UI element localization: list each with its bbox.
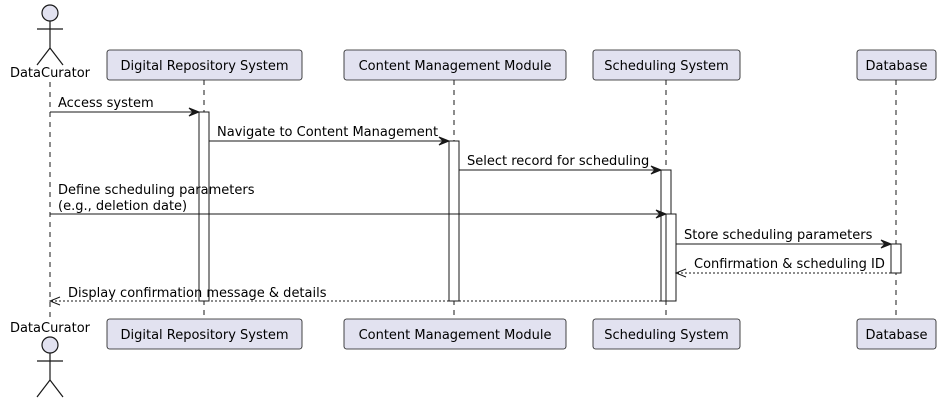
participant-drs-bottom: Digital Repository System [106,318,303,350]
participant-label: Database [865,59,927,74]
actor-stick-figure-icon [36,336,64,398]
message-label: Select record for scheduling [467,154,649,169]
arrowhead-icon [188,107,201,117]
participant-label: Scheduling System [604,328,728,343]
participant-label: DataCurator [10,66,91,81]
message-label: Define scheduling parameters [58,183,255,198]
participant-box [592,49,741,81]
participant-box [592,318,741,350]
message-6: Confirmation & scheduling ID [674,257,891,278]
message-label: (e.g., deletion date) [58,199,187,214]
participant-box [343,318,567,350]
message-1: Access system [50,96,201,117]
participant-sched-bottom: Scheduling System [592,318,741,350]
participant-box [343,49,567,81]
message-label: Store scheduling parameters [684,228,873,243]
open-arrowhead-icon [48,296,61,306]
participant-cmm-bottom: Content Management Module [343,318,567,350]
arrowhead-icon [880,239,893,249]
participant-db-top: Database [856,49,937,81]
activation-bar-db [890,243,902,274]
message-2: Navigate to Content Management [209,125,451,146]
participant-drs-top: Digital Repository System [106,49,303,81]
message-5: Store scheduling parameters [676,228,893,249]
message-label: Confirmation & scheduling ID [694,257,885,272]
participant-box [856,49,937,81]
participant-label: Digital Repository System [120,328,288,343]
activation-bar-sched [665,213,677,302]
participant-box [106,318,303,350]
participant-label: Content Management Module [359,328,552,343]
participant-box [106,49,303,81]
arrowhead-icon [438,136,451,146]
participant-label: Digital Repository System [120,59,288,74]
activation-bars [198,111,902,302]
message-label: Access system [58,96,154,111]
participant-db-bottom: Database [856,318,937,350]
activation-bar-cmm [448,140,460,302]
participant-label: Database [865,328,927,343]
actor-curator-top: DataCurator [10,4,91,81]
message-4: Define scheduling parameters(e.g., delet… [50,183,668,219]
activation-bar-drs [198,111,210,302]
actor-stick-figure-icon [36,4,64,66]
participant-sched-top: Scheduling System [592,49,741,81]
arrowhead-icon [650,165,663,175]
message-label: Display confirmation message & details [68,286,327,301]
participant-cmm-top: Content Management Module [343,49,567,81]
participant-box [856,318,937,350]
participant-label: Scheduling System [604,59,728,74]
message-label: Navigate to Content Management [217,125,438,140]
actor-curator-bottom: DataCurator [10,321,91,398]
message-3: Select record for scheduling [459,154,663,175]
participant-label: Content Management Module [359,59,552,74]
open-arrowhead-icon [674,268,687,278]
message-7: Display confirmation message & details [48,286,661,306]
participant-label: DataCurator [10,321,91,336]
arrowhead-icon [655,209,668,219]
